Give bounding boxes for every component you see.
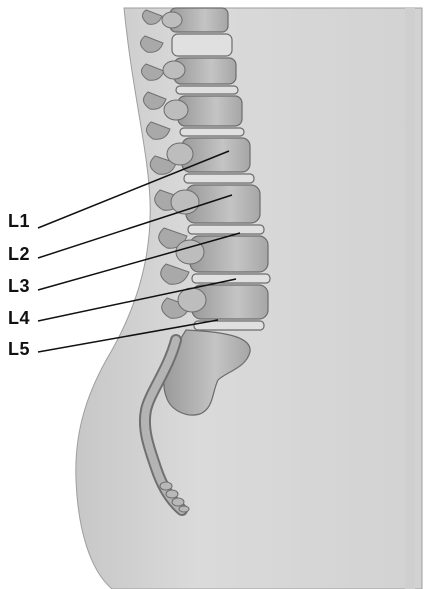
label-l2: L2 — [8, 244, 30, 265]
label-l3: L3 — [8, 276, 30, 297]
label-l5: L5 — [8, 339, 30, 360]
label-l1: L1 — [8, 211, 30, 232]
label-l4: L4 — [8, 308, 30, 329]
